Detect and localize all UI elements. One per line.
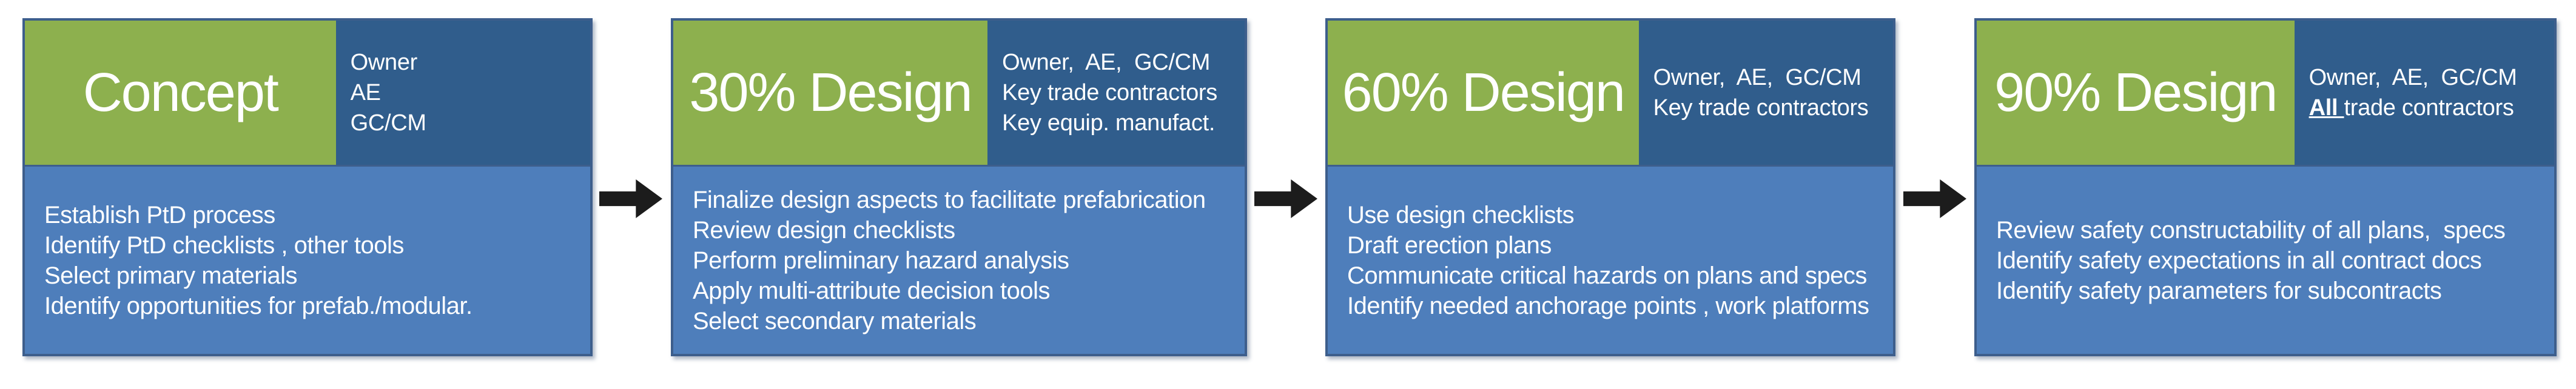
stage-header: 30% Design Owner, AE, GC/CM Key trade co… [673, 21, 1245, 167]
participant-line-rest: trade contractors [2344, 95, 2514, 121]
stage-box-90-design: 90% Design Owner, AE, GC/CM All trade co… [1974, 18, 2557, 356]
activity-line: Select secondary materials [693, 307, 977, 334]
activity-line: Select primary materials [44, 262, 298, 289]
participant-line: Owner, AE, GC/CM [1002, 50, 1211, 75]
activity-line: Identify PtD checklists , other tools [44, 231, 404, 259]
activity-line: Identify safety expectations in all cont… [1996, 247, 2482, 274]
activity-line: Review design checklists [693, 216, 955, 244]
activity-line: Perform preliminary hazard analysis [693, 247, 1069, 274]
stage-box-concept: Concept Owner AE GC/CM Establish PtD pro… [22, 18, 593, 356]
activity-line: Finalize design aspects to facilitate pr… [693, 186, 1206, 213]
activity-line: Use design checklists [1347, 201, 1575, 228]
stage-header: 90% Design Owner, AE, GC/CM All trade co… [1977, 21, 2554, 167]
stage-activities-panel: Finalize design aspects to facilitate pr… [673, 167, 1245, 354]
stage-header: 60% Design Owner, AE, GC/CM Key trade co… [1328, 21, 1893, 167]
participant-line: Key trade contractors [1653, 95, 1869, 121]
activity-line: Establish PtD process [44, 201, 275, 228]
flow-arrow-icon [1903, 179, 1966, 218]
activity-line: Identify needed anchorage points , work … [1347, 292, 1869, 319]
stage-title-cell: 90% Design [1977, 21, 2295, 165]
activity-line: Identify opportunities for prefab./modul… [44, 292, 472, 319]
stage-box-60-design: 60% Design Owner, AE, GC/CM Key trade co… [1325, 18, 1895, 356]
stage-participants-panel: Owner, AE, GC/CM Key trade contractors K… [987, 21, 1245, 165]
participant-line: AE [350, 80, 381, 105]
activity-line: Communicate critical hazards on plans an… [1347, 262, 1867, 289]
stage-box-30-design: 30% Design Owner, AE, GC/CM Key trade co… [671, 18, 1247, 356]
participant-line: Owner, AE, GC/CM [2309, 65, 2517, 90]
emphasized-word: All [2309, 95, 2344, 121]
participant-line: Owner, AE, GC/CM [1653, 65, 1861, 90]
flow-arrow-icon [1254, 179, 1317, 218]
activity-line: Review safety constructability of all pl… [1996, 216, 2506, 244]
stage-participants-panel: Owner, AE, GC/CM Key trade contractors [1638, 21, 1893, 165]
stage-participants-panel: Owner, AE, GC/CM All trade contractors [2294, 21, 2554, 165]
stage-participants-panel: Owner AE GC/CM [335, 21, 590, 165]
stage-activities-panel: Use design checklists Draft erection pla… [1328, 167, 1893, 354]
stage-title: Concept [82, 62, 279, 123]
participant-line: All trade contractors [2309, 93, 2549, 123]
activity-line: Draft erection plans [1347, 231, 1552, 259]
stage-title: 30% Design [689, 62, 972, 123]
participant-line: GC/CM [350, 110, 426, 136]
stage-activities-panel: Review safety constructability of all pl… [1977, 167, 2554, 354]
stage-header: Concept Owner AE GC/CM [25, 21, 590, 167]
stage-title-cell: 60% Design [1328, 21, 1639, 165]
activity-line: Apply multi-attribute decision tools [693, 277, 1050, 304]
participant-line: Owner [350, 50, 418, 75]
stage-title-cell: 30% Design [673, 21, 988, 165]
stage-title: 90% Design [1994, 62, 2278, 123]
activity-line: Identify safety parameters for subcontra… [1996, 277, 2442, 304]
flow-arrow-icon [599, 179, 662, 218]
participant-line: Key equip. manufact. [1002, 110, 1216, 136]
stage-title: 60% Design [1342, 62, 1626, 123]
stage-activities-panel: Establish PtD process Identify PtD check… [25, 167, 590, 354]
participant-line: Key trade contractors [1002, 80, 1217, 105]
stage-title-cell: Concept [25, 21, 336, 165]
